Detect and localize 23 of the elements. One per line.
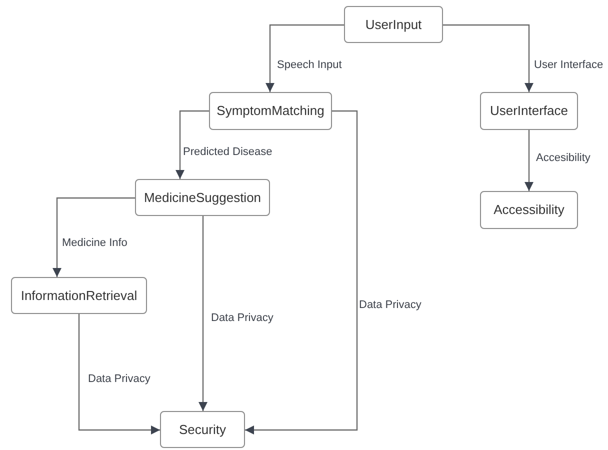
arrow	[78, 314, 160, 434]
arrow	[176, 110, 209, 179]
process-box: SymptomMatching	[209, 92, 332, 130]
edge-label: Predicted Disease	[183, 145, 272, 159]
edge-label: Data Privacy	[88, 372, 150, 386]
process-box: UserInterface	[480, 92, 578, 130]
arrow	[198, 216, 208, 411]
arrow	[266, 24, 344, 92]
edge-label: Medicine Info	[62, 236, 128, 250]
process-box: MedicineSuggestion	[135, 179, 270, 216]
edge-label: Data Privacy	[359, 298, 422, 312]
process-box: InformationRetrieval	[11, 277, 147, 314]
edge-label: Data Privacy	[211, 311, 274, 325]
edge-label: Accesibility	[536, 151, 590, 165]
process-box: Security	[160, 411, 245, 448]
arrow	[52, 197, 135, 277]
edge-label: User Interface	[534, 58, 604, 72]
process-box: Accessibility	[480, 191, 578, 229]
arrow	[245, 110, 358, 434]
arrow	[524, 130, 534, 191]
arrow	[443, 24, 534, 92]
edge-label: Speech Input	[277, 58, 342, 72]
process-box: UserInput	[344, 6, 443, 43]
